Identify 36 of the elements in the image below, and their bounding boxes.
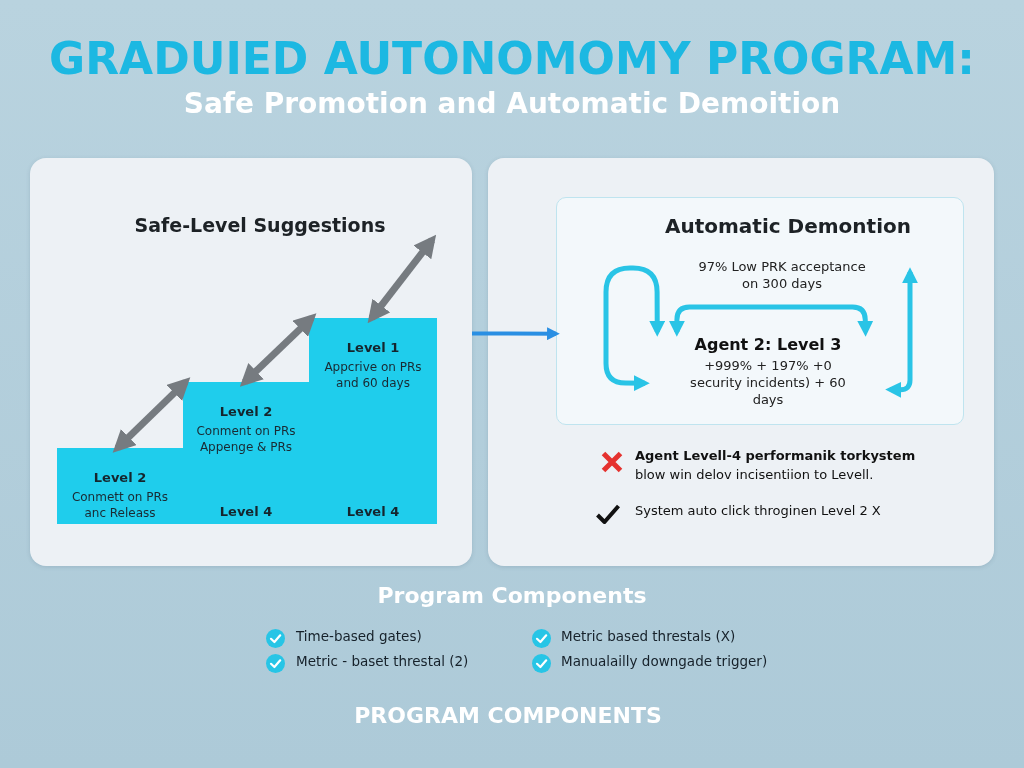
level-description: Conmett on PRs anc Releass xyxy=(70,489,170,522)
metric-text: 97% Low PRK acceptance on 300 days xyxy=(697,258,867,292)
title: GRADUIED AUTONOMOMY PROGRAM: xyxy=(49,32,975,86)
double-arrow xyxy=(367,234,437,324)
info-card xyxy=(556,197,964,425)
status-note: System auto click throginen Level 2 X xyxy=(635,503,881,520)
level-footer: Level 4 xyxy=(219,503,273,520)
checklist-item: Metric based threstals (X) xyxy=(561,628,736,645)
arrow xyxy=(472,327,560,341)
status-note: Agent Levell-4 performanik torkystem xyxy=(635,448,916,465)
checklist-item: Manualailly downgade trigger) xyxy=(561,653,768,670)
step-bar xyxy=(309,318,437,524)
checklist-item: Time-based gates) xyxy=(296,628,422,645)
step-bar xyxy=(57,448,183,524)
panel-card xyxy=(488,158,994,566)
loop-arrow xyxy=(885,267,918,398)
level-description: Appcrive on PRs and 60 days xyxy=(323,359,423,392)
level-title: Level 2 xyxy=(93,470,147,487)
level-footer: Level 4 xyxy=(346,503,400,520)
section-heading: Program Components xyxy=(377,582,647,610)
subtitle: Safe Promotion and Automatic Demoition xyxy=(183,86,841,121)
card-heading: Automatic Demontion xyxy=(665,214,911,239)
checklist-item: Metric - baset threstal (2) xyxy=(296,653,469,670)
level-description: Conment on PRs Appenge & PRs xyxy=(195,423,297,456)
panel-heading: Safe-Level Suggestions xyxy=(134,214,386,238)
status-note: blow win delov incisentiion to Levell. xyxy=(635,467,874,484)
level-title: Level 1 xyxy=(346,340,400,357)
agent-heading: Agent 2: Level 3 xyxy=(694,335,842,355)
caption: PROGRAM COMPONENTS xyxy=(354,702,662,730)
agent-metrics: +999% + 197% +0 security incidents) + 60 days xyxy=(689,357,847,408)
double-arrow xyxy=(239,313,317,387)
panel-card xyxy=(30,158,472,566)
double-arrow xyxy=(112,377,191,453)
level-title: Level 2 xyxy=(219,404,273,421)
loop-arrow xyxy=(668,304,874,337)
loop-arrow xyxy=(603,265,666,392)
